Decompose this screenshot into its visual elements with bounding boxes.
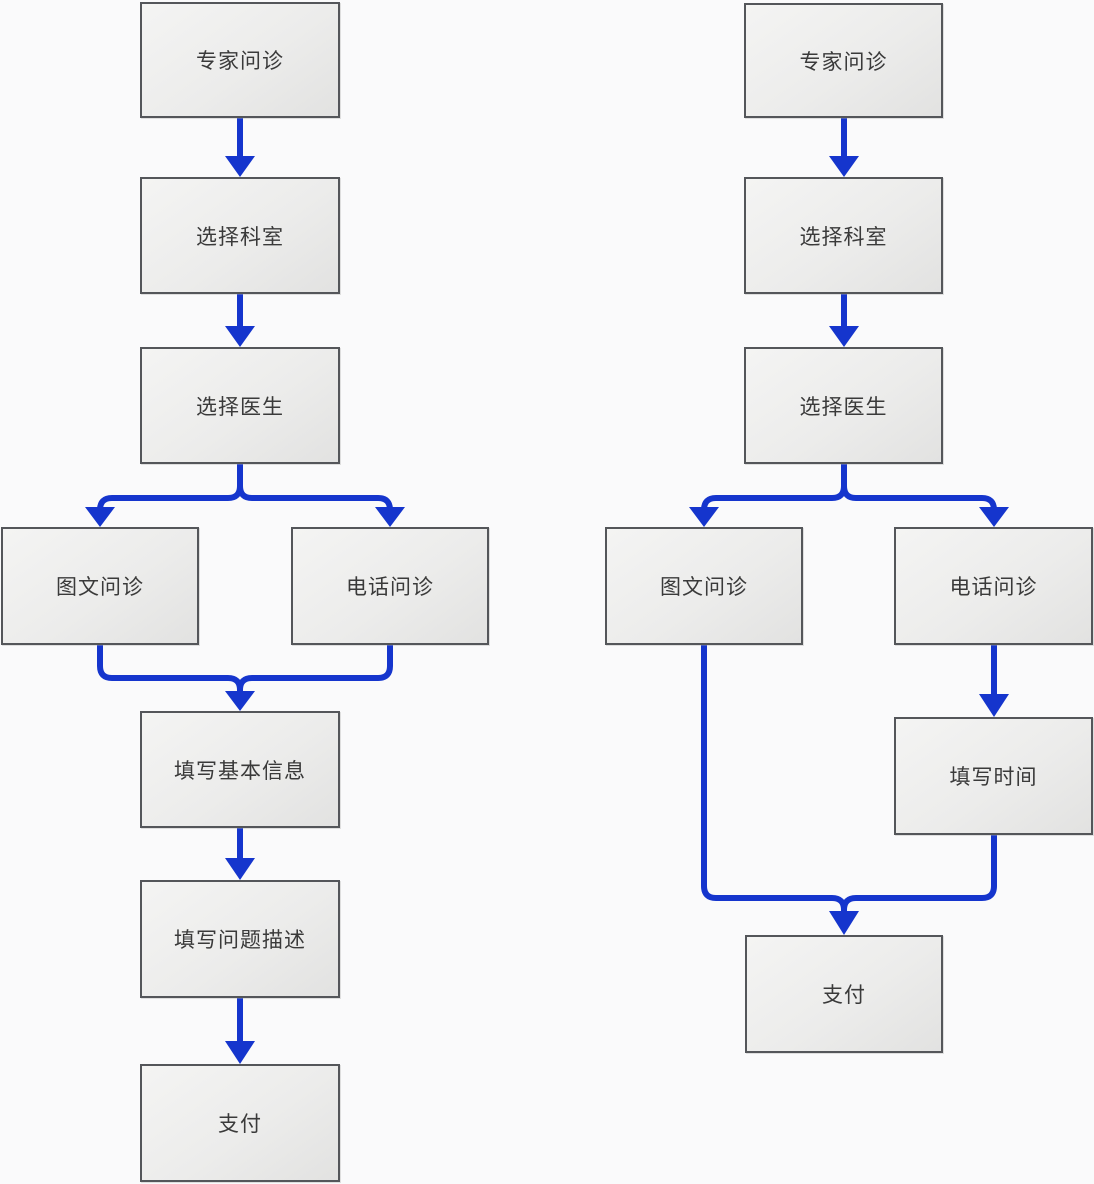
left-flow-node-department: 选择科室 xyxy=(140,177,340,294)
edge-left-phone-to-basic-info xyxy=(225,645,393,711)
edge-left-image-text-to-basic-info xyxy=(97,645,243,693)
right-flow-node-pay: 支付 xyxy=(745,935,943,1053)
right-flow-node-phone: 电话问诊 xyxy=(894,527,1093,645)
left-flow-node-image-text: 图文问诊 xyxy=(1,527,199,645)
edge-right-phone-to-fill-time xyxy=(979,645,1009,717)
left-flow-node-expert: 专家问诊 xyxy=(140,2,340,118)
left-flow-node-doctor: 选择医生 xyxy=(140,347,340,464)
left-flow-node-pay: 支付 xyxy=(140,1064,340,1182)
edge-right-expert-to-department xyxy=(829,118,859,177)
left-flow-node-basic-info: 填写基本信息 xyxy=(140,711,340,828)
right-flow-node-image-text: 图文问诊 xyxy=(605,527,803,645)
edge-left-department-to-doctor xyxy=(225,294,255,347)
left-flow-node-phone: 电话问诊 xyxy=(291,527,489,645)
edge-right-doctor-to-image-text xyxy=(689,464,847,527)
edge-left-problem-desc-to-pay xyxy=(225,998,255,1064)
right-flow-node-department: 选择科室 xyxy=(744,177,943,294)
edge-left-expert-to-department xyxy=(225,118,255,177)
left-flow-node-problem-desc: 填写问题描述 xyxy=(140,880,340,998)
right-flow-node-expert: 专家问诊 xyxy=(744,3,943,118)
edge-right-image-text-to-pay xyxy=(701,645,847,913)
edge-left-basic-info-to-problem-desc xyxy=(225,828,255,880)
right-flow-node-doctor: 选择医生 xyxy=(744,347,943,464)
right-flow-node-fill-time: 填写时间 xyxy=(894,717,1093,835)
edge-left-doctor-to-image-text xyxy=(85,464,243,527)
edge-right-doctor-to-phone xyxy=(841,464,1009,527)
edge-left-doctor-to-phone xyxy=(237,464,405,527)
edge-right-fill-time-to-pay xyxy=(829,835,997,935)
edge-right-department-to-doctor xyxy=(829,294,859,347)
